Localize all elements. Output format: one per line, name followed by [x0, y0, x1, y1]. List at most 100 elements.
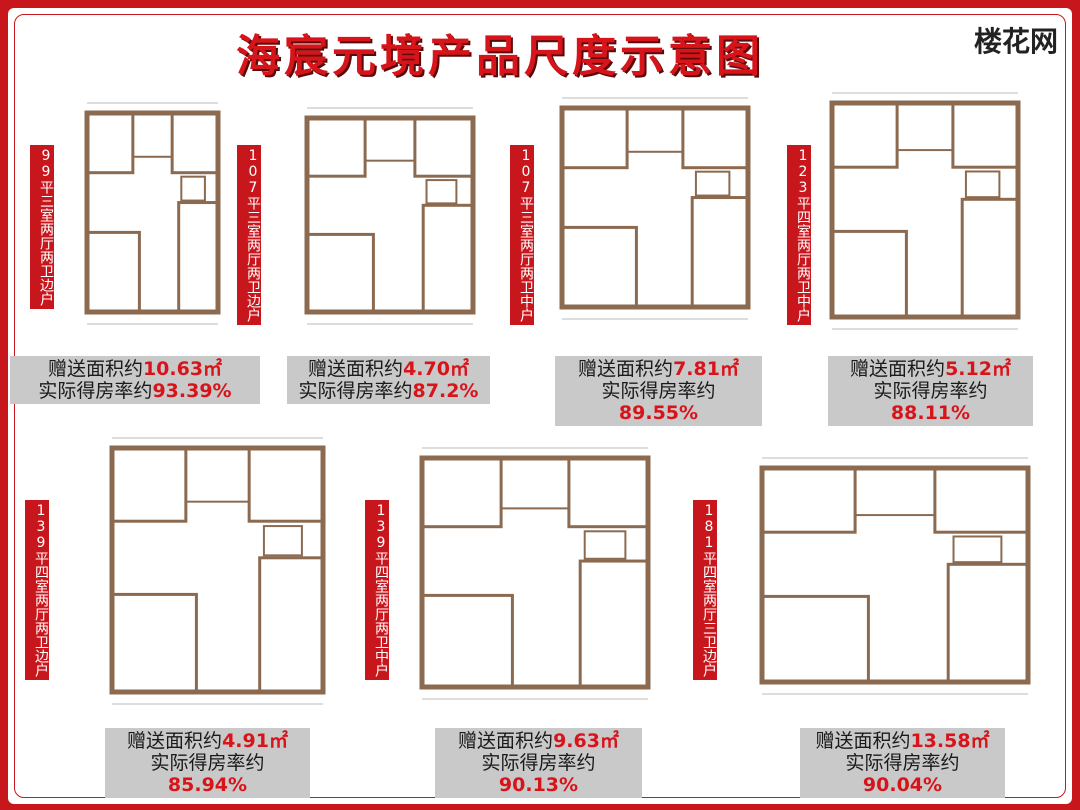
logo: 楼花网	[973, 25, 1058, 58]
efficiency-rate: 89.55%	[618, 402, 699, 424]
wall	[305, 116, 367, 178]
rate-label: 实际得房率约	[38, 380, 153, 402]
wall	[413, 116, 475, 178]
efficiency-rate: 90.04%	[862, 774, 943, 796]
gift-area: 4.70㎡	[403, 358, 469, 380]
unit-label-5: 139平四室两厅两卫边户	[25, 500, 49, 680]
wall	[578, 559, 650, 689]
wall	[131, 112, 174, 158]
wall	[85, 111, 135, 175]
gift-area: 9.63㎡	[553, 730, 619, 752]
unit-label-2: 107平三室两厅两卫边户	[237, 145, 261, 325]
wall	[854, 467, 936, 517]
efficiency-rate: 93.39%	[152, 380, 232, 402]
wall	[760, 594, 870, 684]
rate-label: 实际得房率约	[873, 380, 988, 402]
wall	[694, 170, 731, 197]
wall	[830, 101, 899, 169]
unit-label-1: 99平三室两厅两卫边户	[30, 145, 54, 309]
wall	[177, 201, 220, 314]
efficiency-rate: 87.2%	[412, 380, 479, 402]
wall	[304, 115, 476, 315]
wall	[184, 447, 251, 503]
wall	[84, 110, 221, 315]
wall	[952, 535, 1003, 564]
gift-label: 赠送面积约	[815, 730, 911, 752]
wall	[960, 197, 1020, 319]
floor-plan-7	[759, 457, 1031, 695]
wall	[364, 117, 416, 162]
wall	[760, 466, 857, 534]
unit-label-4: 123平四室两厅两卫中户	[787, 145, 811, 325]
wall	[583, 530, 627, 560]
floor-plan-2	[304, 107, 476, 325]
efficiency-rate: 85.94%	[167, 774, 248, 796]
floor-plan-1	[84, 102, 221, 325]
wall	[829, 100, 1021, 320]
wall	[262, 525, 303, 557]
wall	[681, 106, 750, 170]
gift-area: 7.81㎡	[673, 358, 739, 380]
wall	[690, 196, 750, 309]
efficiency-rate: 90.13%	[498, 774, 579, 796]
rate-label: 实际得房率约	[481, 752, 596, 774]
wall	[560, 225, 638, 309]
wall	[964, 170, 1001, 199]
wall	[896, 102, 954, 152]
wall	[258, 556, 325, 694]
gift-label: 赠送面积约	[850, 358, 946, 380]
wall	[830, 229, 908, 319]
wall	[420, 456, 503, 529]
floor-plan-5	[109, 437, 326, 705]
wall	[85, 230, 141, 314]
rate-label: 实际得房率约	[601, 380, 716, 402]
wall	[180, 175, 206, 202]
wall	[933, 466, 1030, 534]
rate-label: 实际得房率约	[150, 752, 265, 774]
wall	[951, 101, 1020, 169]
floor-plan-3	[559, 97, 751, 320]
wall	[567, 456, 650, 529]
unit-label-3: 107平三室两厅两卫中户	[510, 145, 534, 325]
gift-area: 10.63㎡	[142, 358, 223, 380]
gift-label: 赠送面积约	[458, 730, 554, 752]
wall	[109, 445, 326, 695]
wall	[560, 106, 629, 170]
unit-label-6: 139平四室两厅两卫中户	[365, 500, 389, 680]
unit-label-7: 181平四室两厅三卫边户	[693, 500, 717, 680]
gift-label: 赠送面积约	[308, 358, 404, 380]
gift-label: 赠送面积约	[578, 358, 674, 380]
rate-label: 实际得房率约	[298, 380, 413, 402]
gift-area: 5.12㎡	[945, 358, 1011, 380]
floor-plan-6	[419, 447, 651, 700]
wall	[425, 179, 458, 205]
efficiency-rate: 88.11%	[890, 402, 971, 424]
floor-plan-4	[829, 92, 1021, 330]
wall	[500, 457, 570, 510]
wall	[559, 105, 751, 310]
wall	[421, 203, 475, 314]
wall	[946, 562, 1030, 684]
page-title: 海宸元境产品尺度示意图	[236, 31, 764, 82]
gift-area: 4.91㎡	[222, 730, 288, 752]
wall	[759, 465, 1031, 685]
wall	[110, 446, 188, 523]
gift-area: 13.58㎡	[910, 730, 990, 752]
wall	[110, 592, 198, 694]
wall	[170, 111, 220, 175]
wall	[305, 232, 375, 314]
wall	[247, 446, 325, 523]
wall	[419, 455, 651, 690]
wall	[626, 107, 684, 153]
wall	[420, 593, 514, 689]
gift-label: 赠送面积约	[127, 730, 223, 752]
gift-label: 赠送面积约	[47, 358, 143, 380]
rate-label: 实际得房率约	[845, 752, 960, 774]
